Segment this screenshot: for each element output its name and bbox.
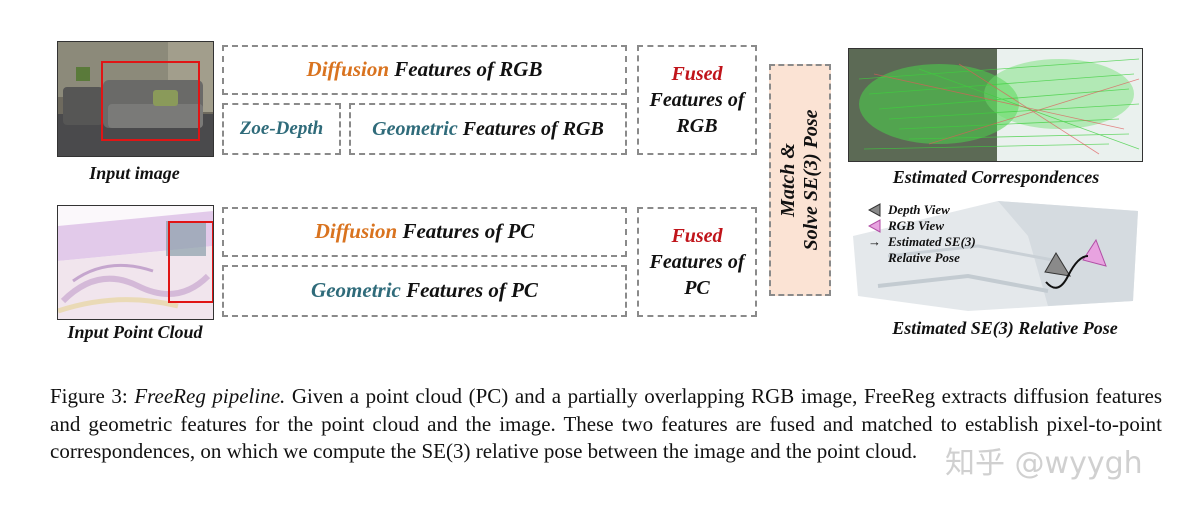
match-solve-box: Match & Solve SE(3) Pose: [769, 64, 831, 296]
fused-line2: Features of: [649, 251, 745, 273]
overlap-box: [168, 221, 213, 303]
pc-geometric-box: Geometric Features of PC: [222, 265, 627, 317]
pink-triangle-icon: [868, 219, 881, 233]
fused-line3: PC: [684, 277, 710, 299]
rgb-geometric-box: Geometric Features of RGB: [349, 103, 627, 155]
input-image-label: Input image: [89, 163, 180, 183]
diffusion-word: Diffusion: [306, 57, 390, 82]
rgb-fused-box: Fused Features of RGB: [637, 45, 757, 155]
legend-rgb-label: RGB View: [888, 218, 944, 233]
caption-title: FreeReg pipeline.: [134, 384, 286, 408]
overlap-box: [101, 61, 200, 141]
geometric-word: Geometric: [311, 278, 401, 303]
fused-word: Fused: [671, 225, 723, 247]
input-point-cloud: [57, 205, 214, 320]
pc-diffusion-box: Diffusion Features of PC: [222, 207, 627, 257]
input-pc-label: Input Point Cloud: [67, 322, 203, 342]
caption-prefix: Figure 3:: [50, 384, 135, 408]
geometric-word: Geometric: [372, 118, 458, 140]
zoe-depth-box: Zoe-Depth: [222, 103, 341, 155]
input-image: [57, 41, 214, 157]
legend-rgb-view: RGB View: [868, 218, 976, 234]
caption-body: Given a point cloud (PC) and a partially…: [50, 384, 1163, 463]
pose-legend: Depth View RGB View → Estimated SE(3) Re…: [868, 202, 976, 266]
features-text: Features of RGB: [389, 57, 543, 82]
legend-depth-label: Depth View: [888, 202, 950, 217]
match-line2: Solve SE(3) Pose: [800, 109, 822, 251]
zoe-depth-label: Zoe-Depth: [239, 117, 324, 139]
legend-depth-view: Depth View: [868, 202, 976, 218]
fused-line3: RGB: [676, 115, 718, 137]
correspondences-image: [848, 48, 1143, 162]
pose-image: [848, 196, 1141, 314]
match-solve-text: Match & Solve SE(3) Pose: [777, 109, 823, 250]
rgb-diffusion-box: Diffusion Features of RGB: [222, 45, 627, 95]
legend-pose-label1: Estimated SE(3): [888, 234, 976, 249]
diffusion-word: Diffusion: [314, 219, 398, 244]
features-text: Features of PC: [400, 278, 538, 303]
grey-triangle-icon: [868, 203, 881, 217]
watermark: 知乎 @wyygh: [945, 446, 1143, 481]
correspondences-label: Estimated Correspondences: [892, 167, 1100, 187]
figure-caption: Figure 3: FreeReg pipeline. Given a poin…: [50, 383, 1162, 466]
pc-fused-box: Fused Features of PC: [637, 207, 757, 317]
features-text: Features of PC: [397, 219, 535, 244]
legend-pose: → Estimated SE(3): [868, 234, 976, 250]
arrow-right-icon: →: [868, 234, 881, 249]
legend-pose-label2: Relative Pose: [888, 250, 960, 265]
fused-word: Fused: [671, 63, 723, 85]
features-text: Features of RGB: [457, 118, 604, 140]
match-line1: Match &: [777, 143, 799, 217]
pose-label: Estimated SE(3) Relative Pose: [892, 318, 1118, 338]
fused-line2: Features of: [649, 89, 745, 111]
